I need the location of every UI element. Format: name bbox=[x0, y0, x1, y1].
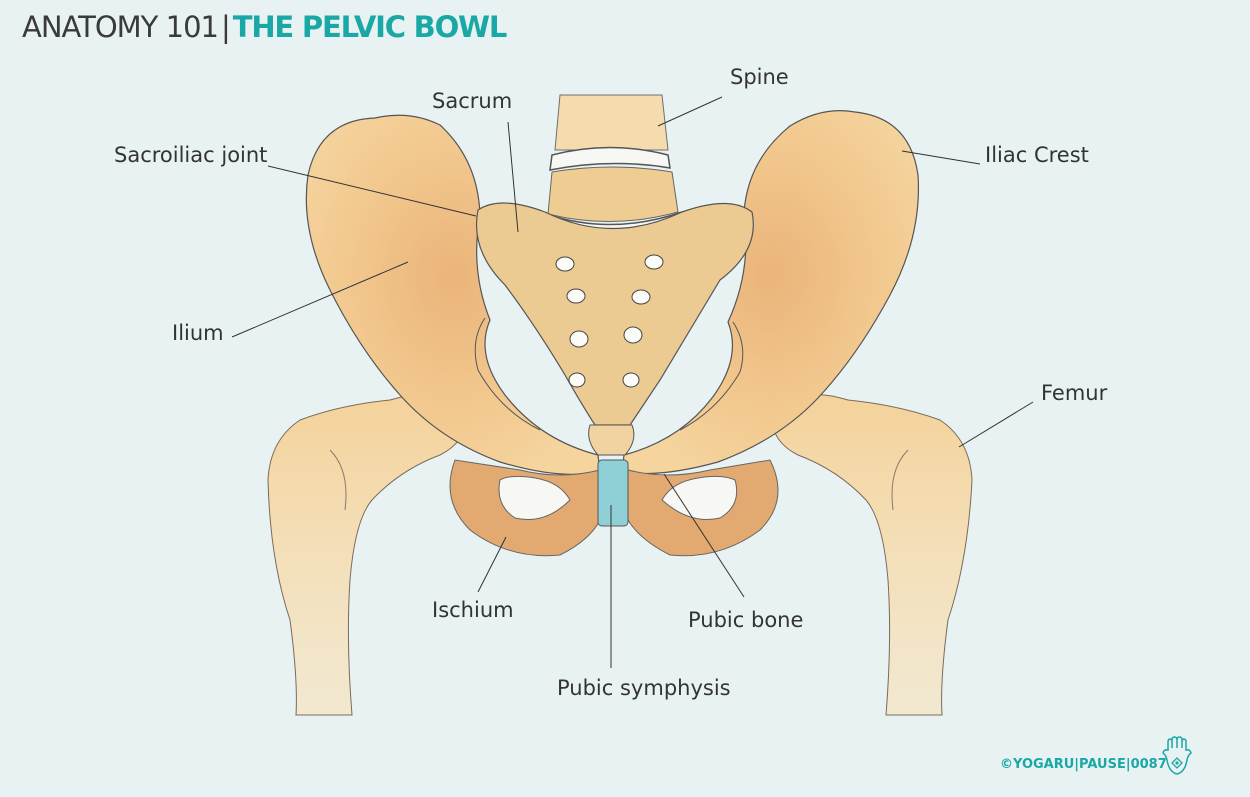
label-ischium: Ischium bbox=[432, 598, 514, 622]
label-ilium: Ilium bbox=[172, 321, 224, 345]
label-iliac-crest: Iliac Crest bbox=[985, 143, 1089, 167]
label-pubic-symphysis: Pubic symphysis bbox=[557, 676, 731, 700]
leader-ischium bbox=[477, 536, 507, 593]
title-separator: | bbox=[220, 10, 231, 44]
label-sacroiliac-joint: Sacroiliac joint bbox=[114, 143, 268, 167]
leader-femur bbox=[958, 401, 1034, 448]
label-femur: Femur bbox=[1041, 381, 1108, 405]
label-spine: Spine bbox=[730, 65, 789, 89]
sacrum bbox=[475, 202, 754, 456]
hamsa-hand-icon bbox=[1162, 736, 1192, 775]
credit-text: ©YOGARU|PAUSE|0087 bbox=[1000, 757, 1167, 772]
left-femur bbox=[267, 393, 467, 716]
page-title: ANATOMY 101|THE PELVIC BOWL bbox=[22, 10, 508, 44]
pubic-region bbox=[449, 459, 779, 557]
leader-spine bbox=[657, 96, 723, 127]
leader-ilium bbox=[231, 261, 409, 338]
leader-sacrum bbox=[507, 121, 519, 233]
leader-lines bbox=[231, 96, 1034, 668]
title-accent: THE PELVIC BOWL bbox=[232, 10, 508, 44]
sacral-foramina bbox=[555, 254, 664, 388]
label-sacrum: Sacrum bbox=[432, 89, 513, 113]
spine-vertebra bbox=[543, 94, 685, 240]
leader-sacroiliac-joint bbox=[267, 165, 477, 217]
label-pubic-bone: Pubic bone bbox=[688, 608, 804, 632]
pubic-symphysis-cartilage bbox=[597, 459, 629, 527]
right-femur bbox=[771, 393, 973, 716]
leader-pubic-bone bbox=[663, 473, 745, 598]
title-main: ANATOMY 101 bbox=[22, 10, 219, 44]
leader-iliac-crest bbox=[901, 150, 981, 165]
